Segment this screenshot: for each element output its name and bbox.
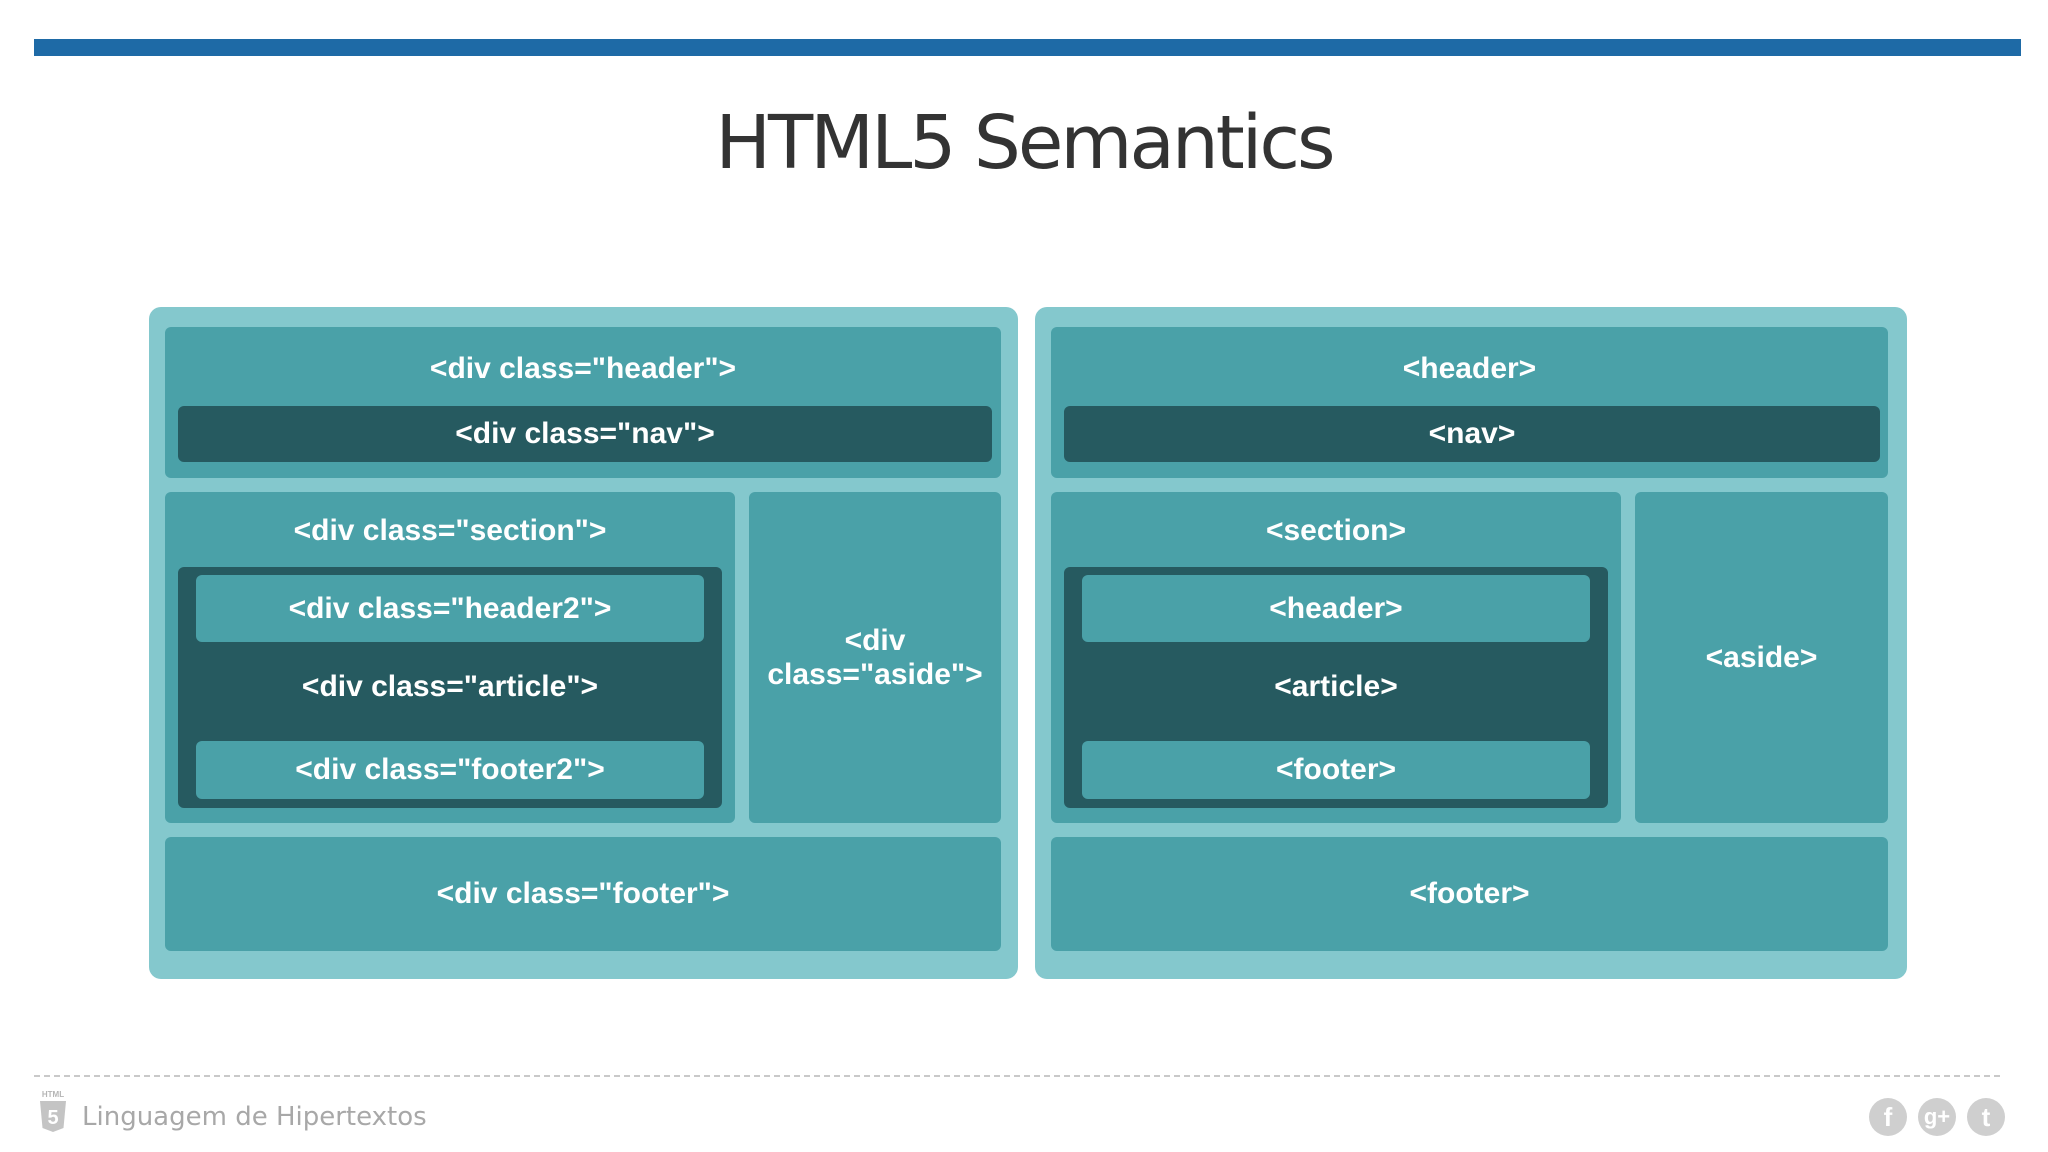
right-inner-footer-box: <footer> xyxy=(1082,741,1590,799)
left-nav-label: <div class="nav"> xyxy=(455,417,715,450)
left-header-label: <div class="header"> xyxy=(429,352,737,385)
left-footer-box: <div class="footer"> xyxy=(165,837,1001,951)
left-aside-box: <div class="aside"> xyxy=(749,492,1001,823)
right-header-label: <header> xyxy=(1402,352,1537,385)
html5-logo-number: 5 xyxy=(47,1107,58,1129)
page-title: HTML5 Semantics xyxy=(715,100,1335,186)
right-article-label: <article> xyxy=(1274,670,1398,703)
left-header-box: <div class="header"> <div class="nav"> xyxy=(165,327,1001,478)
left-section-box: <div class="section"> <div class="header… xyxy=(165,492,735,823)
right-footer-label: <footer> xyxy=(1409,877,1530,910)
right-inner-header-box: <header> xyxy=(1082,575,1590,642)
left-inner-footer-label: <div class="footer2"> xyxy=(295,753,605,786)
right-section-box: <section> <header> <article> <footer> xyxy=(1051,492,1621,823)
right-footer-box: <footer> xyxy=(1051,837,1888,951)
left-article-label: <div class="article"> xyxy=(301,670,599,703)
left-aside-label-line2: class="aside"> xyxy=(767,657,983,691)
right-layout-panel: <header> <nav> <section> <header> <artic… xyxy=(1035,307,1907,979)
html5-logo-icon: HTML 5 xyxy=(40,1090,66,1132)
left-aside-label-line1: <div xyxy=(844,623,906,657)
right-article-box: <header> <article> <footer> xyxy=(1064,567,1608,808)
right-inner-header-label: <header> xyxy=(1269,591,1403,625)
left-layout-panel: <div class="header"> <div class="nav"> <… xyxy=(149,307,1018,979)
footer-text: Linguagem de Hipertextos xyxy=(82,1102,427,1132)
left-article-box: <div class="header2"> <div class="articl… xyxy=(178,567,722,808)
right-header-box: <header> <nav> xyxy=(1051,327,1888,478)
left-section-label: <div class="section"> xyxy=(293,514,607,547)
facebook-icon[interactable]: f xyxy=(1869,1098,1907,1136)
right-nav-label: <nav> xyxy=(1428,417,1516,450)
twitter-icon[interactable]: t xyxy=(1967,1098,2005,1136)
left-inner-header-box: <div class="header2"> xyxy=(196,575,704,642)
left-inner-header-label: <div class="header2"> xyxy=(288,591,612,625)
left-footer-label: <div class="footer"> xyxy=(436,877,730,910)
right-nav-box: <nav> xyxy=(1064,406,1880,462)
right-section-label: <section> xyxy=(1265,514,1407,547)
right-inner-footer-label: <footer> xyxy=(1275,753,1397,786)
top-accent-bar xyxy=(34,39,2021,56)
right-aside-label: <aside> xyxy=(1705,640,1818,674)
html5-logo-label: HTML xyxy=(42,1090,64,1099)
left-inner-footer-box: <div class="footer2"> xyxy=(196,741,704,799)
footer-divider xyxy=(34,1075,2000,1077)
google-plus-icon[interactable]: g+ xyxy=(1918,1098,1956,1136)
left-nav-box: <div class="nav"> xyxy=(178,406,992,462)
right-aside-box: <aside> xyxy=(1635,492,1888,823)
